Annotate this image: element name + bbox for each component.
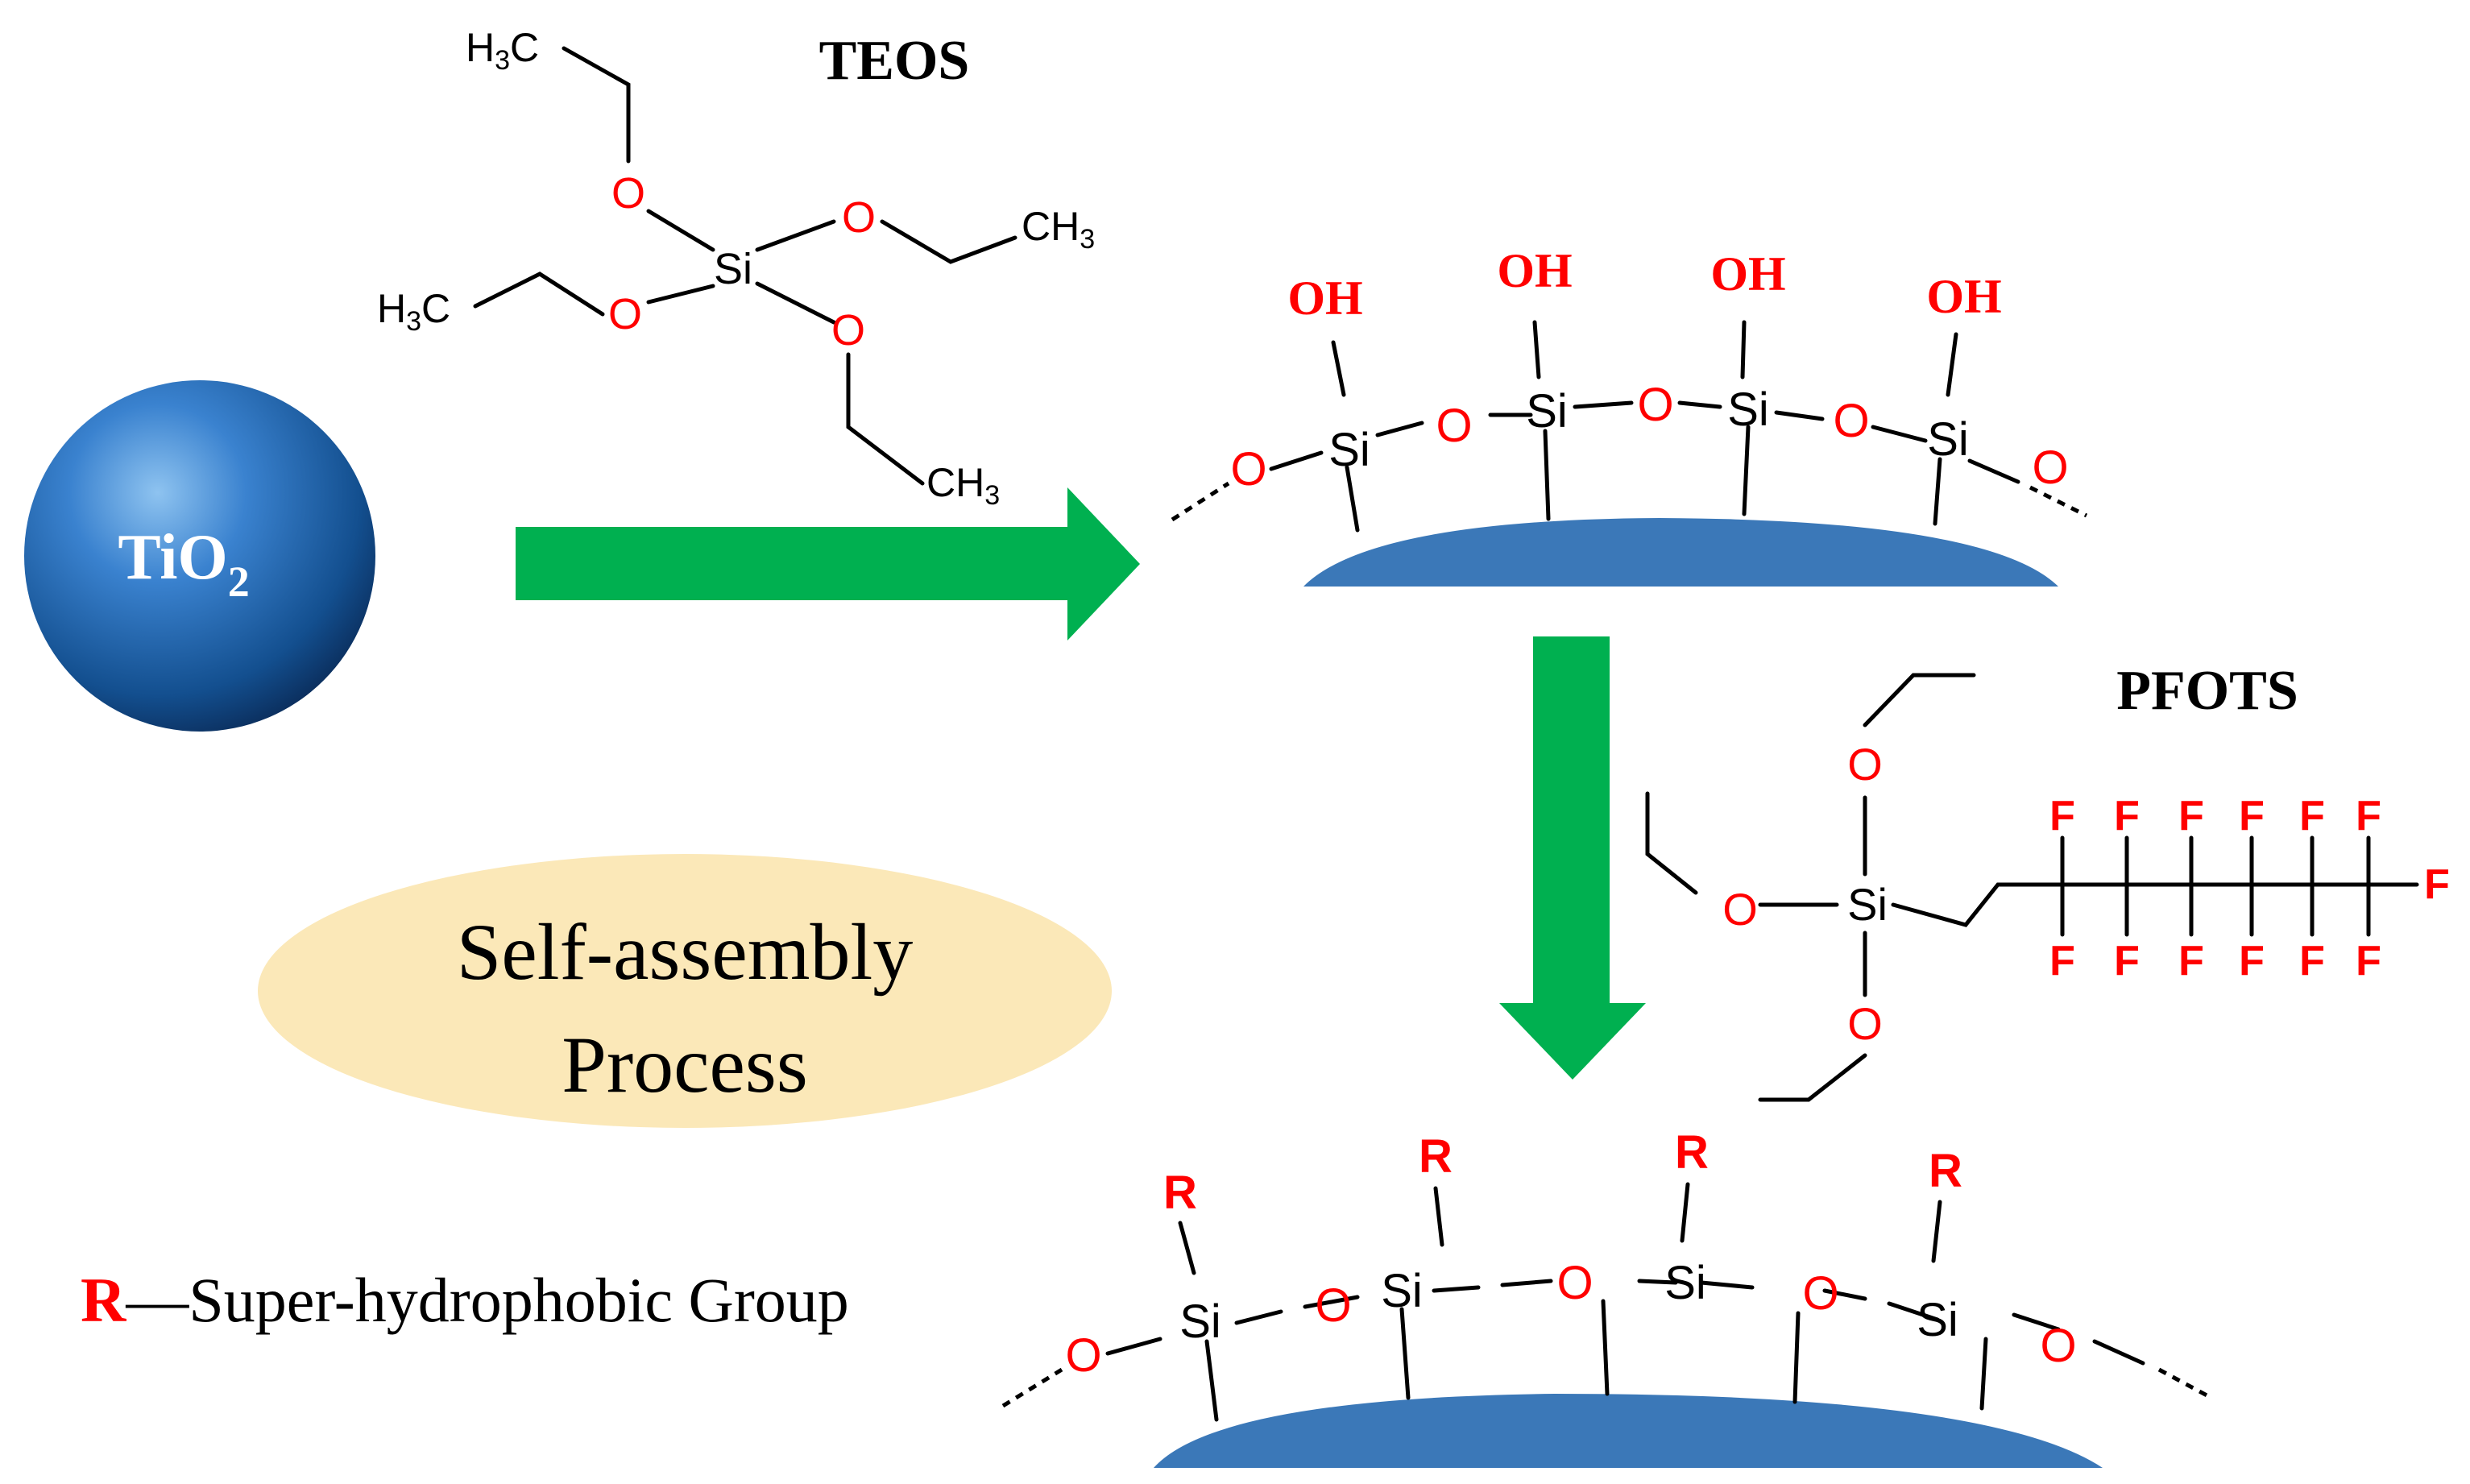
self-assembly-text: Self-assembly (457, 907, 914, 997)
legend-r: R (81, 1265, 127, 1335)
modified-si-atom: Si (1917, 1294, 1958, 1346)
surface-o-atom: O (2032, 441, 2068, 494)
r-group: R (1419, 1130, 1453, 1183)
r-group: R (1929, 1145, 1962, 1197)
surface-o-atom: O (1436, 400, 1472, 452)
teos-h3c-group: H3C (466, 25, 539, 76)
modified-surface: Si Si Si Si O O O O O R R R R (1001, 1126, 2213, 1468)
legend-text: —Super-hydrophobic Group (125, 1265, 848, 1335)
tio2-subscript: 2 (228, 558, 250, 606)
pfots-si-atom: Si (1847, 879, 1888, 930)
hydroxyl-group: OH (1926, 270, 2001, 323)
teos-ch3-group: CH3 (1022, 204, 1095, 255)
surface-si-atom: Si (1927, 413, 1969, 466)
teos-ch3-group: CH3 (926, 460, 1000, 511)
process-text: Process (562, 1020, 808, 1109)
self-assembly-process-label: Self-assembly Process (258, 854, 1112, 1128)
surface-o-atom: O (1637, 379, 1673, 431)
tio2-label: TiO (118, 522, 227, 593)
teos-o-atom: O (831, 306, 865, 354)
modified-o-atom: O (1065, 1329, 1101, 1382)
pfots-molecule: PFOTS Si O O O F F F F F F F F F (1645, 660, 2450, 1102)
horizontal-arrow (516, 487, 1140, 640)
teos-h3c-group: H3C (377, 286, 450, 337)
modified-si-atom: Si (1664, 1257, 1706, 1309)
r-group: R (1163, 1167, 1197, 1219)
surface-o-atom: O (1230, 443, 1266, 495)
fluorine-atom: F (2178, 793, 2204, 839)
perfluoro-chain: F F F F F F F F F F F F F (2049, 793, 2450, 984)
r-group: R (1675, 1126, 1709, 1179)
fluorine-atom: F (2356, 938, 2381, 984)
surface-si-atom: Si (1727, 383, 1769, 436)
hydroxyl-group: OH (1710, 247, 1785, 301)
fluorine-atom: F (2239, 793, 2265, 839)
modified-o-atom: O (1802, 1267, 1838, 1320)
teos-o-atom: O (611, 169, 645, 218)
fluorine-atom: F (2356, 793, 2381, 839)
pfots-o-atom: O (1847, 998, 1883, 1049)
fluorine-atom: F (2299, 938, 2325, 984)
fluorine-atom: F (2114, 938, 2140, 984)
modified-si-atom: Si (1179, 1295, 1221, 1348)
fluorine-atom: F (2424, 861, 2450, 908)
teos-o-atom: O (842, 193, 876, 242)
modified-o-atom: O (1315, 1279, 1351, 1332)
pfots-o-atom: O (1847, 739, 1883, 790)
modified-si-atom: Si (1381, 1265, 1423, 1317)
vertical-arrow (1499, 636, 1646, 1080)
fluorine-atom: F (2049, 793, 2075, 839)
particle-surface (1303, 518, 2058, 587)
teos-si-atom: Si (714, 245, 752, 293)
fluorine-atom: F (2239, 938, 2265, 984)
teos-molecule: TEOS Si O O O O H3C H3C CH3 CH3 (377, 25, 1095, 511)
surface-si-atom: Si (1526, 385, 1568, 437)
fluorine-atom: F (2178, 938, 2204, 984)
hydroxyl-group: OH (1497, 244, 1572, 297)
fluorine-atom: F (2049, 938, 2075, 984)
hydroxyl-group: OH (1287, 272, 1362, 325)
modified-o-atom: O (1556, 1257, 1593, 1309)
teos-label: TEOS (819, 30, 970, 92)
pfots-label: PFOTS (2116, 660, 2298, 722)
modified-o-atom: O (2040, 1320, 2076, 1372)
legend: R—Super-hydrophobic Group (81, 1265, 849, 1335)
surface-si-atom: Si (1328, 424, 1370, 476)
svg-text:TiO2: TiO2 (118, 522, 249, 606)
tio2-sphere: TiO2 (24, 380, 375, 732)
hydroxylated-surface: Si Si Si Si O O O O O OH OH OH OH (1171, 244, 2088, 587)
teos-o-atom: O (608, 290, 642, 338)
particle-surface (1154, 1394, 2103, 1468)
fluorine-atom: F (2299, 793, 2325, 839)
pfots-o-atom: O (1722, 884, 1758, 935)
surface-o-atom: O (1833, 395, 1869, 447)
fluorine-atom: F (2114, 793, 2140, 839)
